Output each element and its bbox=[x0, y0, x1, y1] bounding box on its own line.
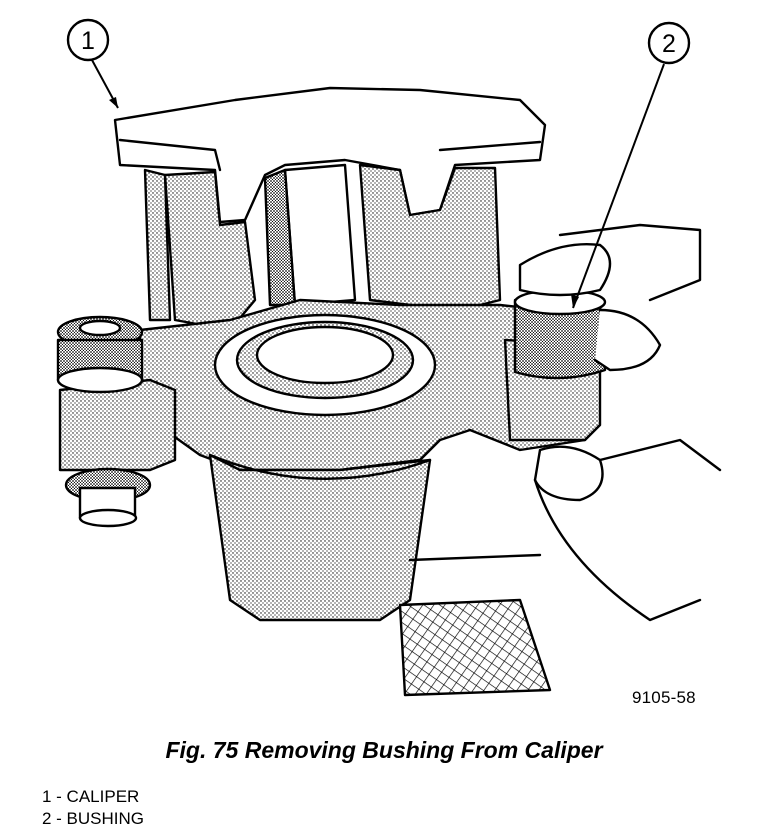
callout-2-number: 2 bbox=[662, 30, 676, 58]
legend-item-caliper: 1 - CALIPER bbox=[42, 787, 140, 806]
callout-1-number: 1 bbox=[81, 27, 95, 55]
figure-code: 9105-58 bbox=[632, 688, 696, 707]
caliper-illustration: 1 2 bbox=[56, 18, 722, 697]
callout-2: 2 bbox=[571, 21, 691, 309]
legend-item-bushing: 2 - BUSHING bbox=[42, 809, 145, 828]
figure-caption: Fig. 75 Removing Bushing From Caliper bbox=[165, 737, 603, 763]
callout-1: 1 bbox=[66, 18, 119, 109]
callout-2-leader bbox=[572, 63, 665, 309]
caliper-body bbox=[56, 86, 722, 697]
figure-legend: 1 - CALIPER 2 - BUSHING bbox=[42, 786, 144, 830]
